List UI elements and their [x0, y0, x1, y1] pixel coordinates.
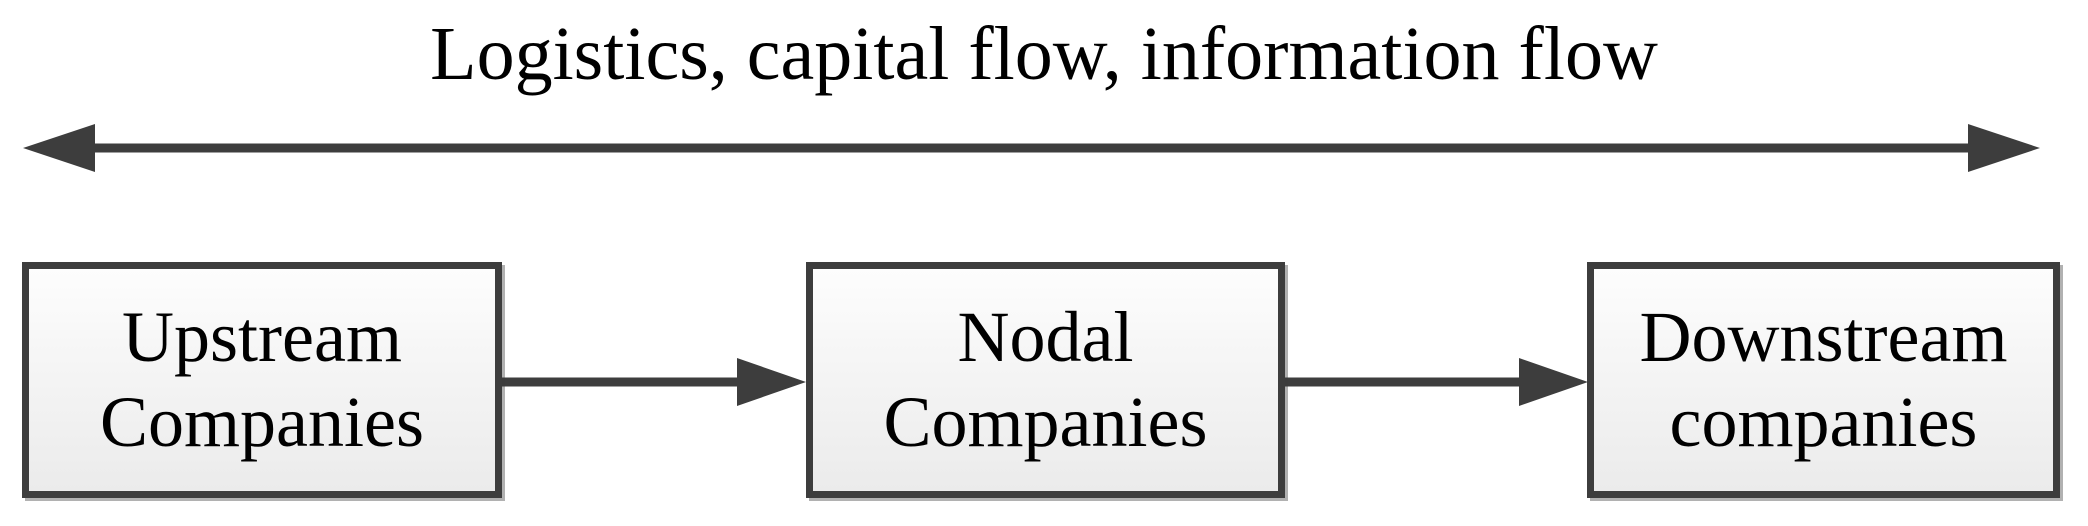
- bidirectional-flow-arrow: [23, 124, 2040, 172]
- connector-nodal-to-downstream: [1283, 358, 1588, 406]
- diagram-title: Logistics, capital flow, information flo…: [430, 12, 1658, 96]
- connector-1-head-icon: [737, 358, 806, 406]
- flow-arrow-right-head-icon: [1968, 124, 2040, 172]
- box-nodal-companies: Nodal Companies: [806, 262, 1285, 498]
- box-nodal-line-2: Companies: [883, 382, 1208, 462]
- box-upstream-companies: Upstream Companies: [22, 262, 502, 498]
- connector-upstream-to-nodal: [500, 358, 806, 406]
- box-upstream-line-2: Companies: [100, 382, 424, 462]
- box-upstream-line-1: Upstream: [122, 297, 402, 377]
- box-downstream-companies: Downstream companies: [1587, 262, 2060, 498]
- flow-arrow-left-head-icon: [23, 124, 95, 172]
- box-downstream-line-2: companies: [1669, 382, 1978, 462]
- connector-2-head-icon: [1519, 358, 1588, 406]
- box-downstream-line-1: Downstream: [1639, 297, 2008, 377]
- box-nodal-line-1: Nodal: [957, 297, 1134, 377]
